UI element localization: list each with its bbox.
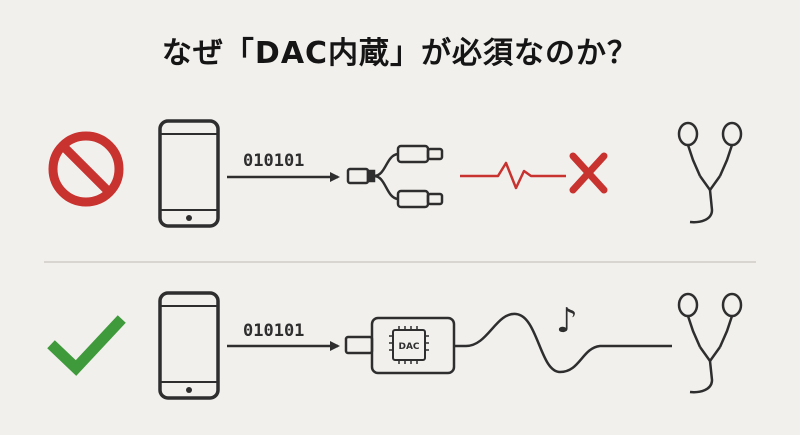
smartphone-icon — [158, 291, 220, 400]
smartphone-icon — [158, 119, 220, 228]
row-with-dac: 010101 DAC ♪ — [47, 291, 743, 400]
digital-signal-label: 010101 — [243, 151, 304, 171]
earphones-icon — [677, 292, 743, 394]
page-title: なぜ「DAC内蔵」が必須なのか？ — [161, 36, 639, 71]
music-note-icon: ♪ — [556, 301, 578, 341]
dac-label: DAC — [398, 342, 419, 352]
digital-signal-label: 010101 — [243, 321, 304, 341]
dac-adapter-icon — [344, 316, 466, 375]
checkmark-icon — [47, 315, 126, 376]
analog-wave — [465, 312, 672, 374]
earphones-icon — [677, 121, 743, 224]
row-without-dac: 010101 — [48, 119, 743, 228]
broken-signal — [460, 161, 566, 190]
cross-icon — [569, 152, 608, 194]
y-splitter-cable-icon — [346, 144, 444, 209]
prohibited-icon — [48, 131, 124, 207]
